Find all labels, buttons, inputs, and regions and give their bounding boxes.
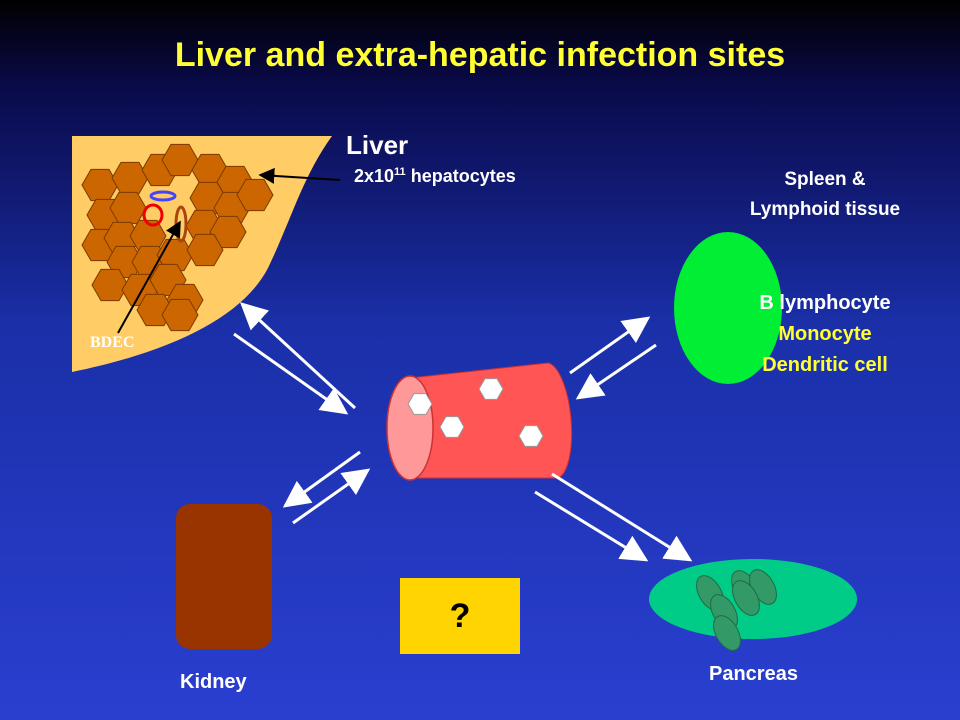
blood-vessel-lumen bbox=[386, 375, 434, 481]
kidney bbox=[176, 504, 272, 649]
cell-type-dendritic: Dendritic cell bbox=[762, 354, 888, 376]
spleen-title: Spleen & Lymphoid tissue bbox=[700, 165, 950, 225]
arrow-icon bbox=[282, 450, 361, 508]
arrow-icon bbox=[575, 343, 657, 400]
hepatocyte-icon bbox=[111, 161, 149, 195]
pancreatic-islets bbox=[696, 569, 777, 651]
virus-particle-icon bbox=[407, 393, 433, 415]
slide-title: Liver and extra-hepatic infection sites bbox=[174, 36, 786, 74]
bdec-label: BDEC bbox=[90, 334, 135, 351]
hepatocyte-cluster bbox=[81, 143, 274, 332]
hepatocyte-count: 2x1011 hepatocytes bbox=[354, 166, 516, 187]
spleen bbox=[674, 232, 782, 384]
virus-particle-icon bbox=[439, 416, 465, 438]
virus-particle-icon bbox=[478, 378, 504, 400]
liver-label: Liver bbox=[346, 130, 409, 160]
count-base: 2x10 bbox=[354, 166, 395, 186]
infection-route-arrows bbox=[233, 302, 693, 562]
count-unit: hepatocytes bbox=[410, 166, 516, 186]
virus-particles bbox=[407, 378, 544, 447]
spleen-title-line1: Spleen & bbox=[784, 169, 866, 190]
arrow-icon bbox=[240, 302, 357, 410]
liver-pointer-arrow bbox=[258, 167, 341, 184]
arrow-icon bbox=[569, 316, 651, 375]
arrow-icon bbox=[292, 468, 371, 525]
blood-vessel-icon bbox=[142, 203, 164, 227]
vessel-cross-section-icon bbox=[149, 190, 177, 202]
cell-type-b-lymphocyte: B lymphocyte bbox=[759, 292, 891, 314]
hepatocyte-icon bbox=[91, 268, 129, 302]
hepatocyte-icon bbox=[161, 298, 199, 332]
kidney-label: Kidney bbox=[180, 671, 247, 693]
blood-vessel bbox=[409, 362, 573, 479]
arrow-icon bbox=[233, 332, 349, 415]
unknown-site-box: ? bbox=[400, 578, 520, 654]
arrow-icon bbox=[534, 490, 649, 562]
count-exponent: 11 bbox=[394, 166, 406, 178]
islet-icon bbox=[713, 615, 741, 651]
bdec-pointer-arrow bbox=[117, 220, 181, 334]
virus-particle-icon bbox=[518, 425, 544, 447]
hepatocyte-icon bbox=[186, 233, 224, 267]
hepatocyte-icon bbox=[161, 143, 199, 177]
cell-type-monocyte: Monocyte bbox=[778, 323, 872, 345]
islet-icon bbox=[732, 580, 760, 616]
pancreas-label: Pancreas bbox=[709, 663, 798, 685]
spleen-cell-types: B lymphocyte Monocyte Dendritic cell bbox=[700, 288, 950, 381]
spleen-title-line2: Lymphoid tissue bbox=[749, 199, 901, 220]
arrow-icon bbox=[551, 472, 693, 562]
hepatocyte-icon bbox=[209, 215, 247, 249]
